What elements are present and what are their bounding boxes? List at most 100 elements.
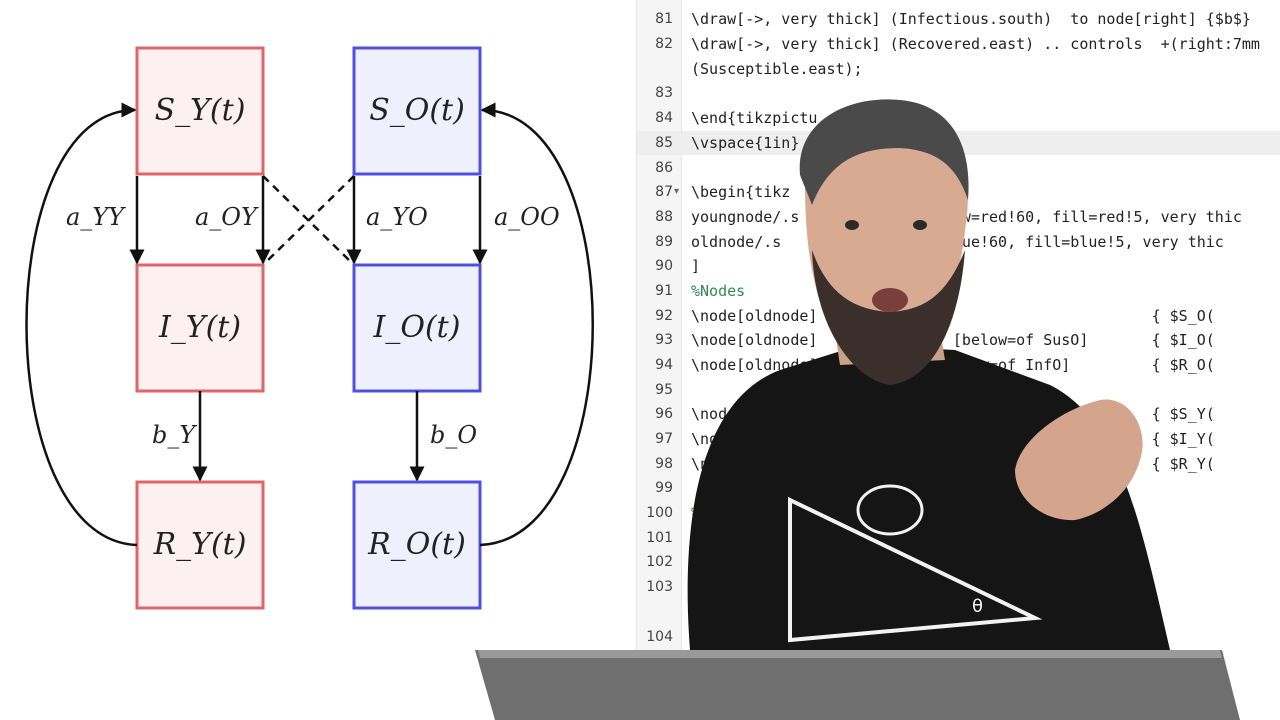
code-editor[interactable]: 81 \draw[->, very thick] (Infectious.sou…: [636, 0, 1280, 720]
label-ry: R_Y(t): [153, 527, 247, 562]
line-number: 85: [655, 135, 673, 151]
code-line[interactable]: 99: [637, 476, 1280, 500]
code-comment[interactable]: %: [691, 504, 701, 522]
line-number: 95: [655, 382, 673, 398]
code-text[interactable]: \node[oldnode] [below=of SusO] { $I_O(: [691, 331, 1215, 349]
code-text[interactable]: oldnode/.s w=blue!60, fill=blue!5, very …: [691, 233, 1224, 251]
label-so: S_O(t): [369, 93, 465, 128]
line-number: 81: [655, 11, 673, 27]
code-text[interactable]: \node sO] { $S_Y(: [691, 405, 1215, 423]
code-text[interactable]: $a_{YY}: [691, 628, 1053, 646]
code-line[interactable]: 96 \node sO] { $S_Y(: [637, 402, 1280, 426]
line-number: 93: [655, 332, 673, 348]
line-number: 101: [646, 530, 673, 546]
code-line[interactable]: 94 \node[oldnode] low=of InfO] { $R_O(: [637, 353, 1280, 377]
code-text[interactable]: } (RecY: [691, 653, 1044, 671]
label-io: I_O(t): [373, 310, 461, 345]
line-number: 87: [655, 184, 673, 200]
code-text[interactable]: youngnode/.s draw=red!60, fill=red!5, ve…: [691, 208, 1242, 226]
code-text[interactable]: ]: [691, 257, 701, 275]
code-line[interactable]: 100 %: [637, 501, 1280, 525]
dashed-arrow-io-to-sy: [264, 175, 355, 264]
diagram-canvas: S_Y(t) I_Y(t) R_Y(t) S_O(t) I_O(t) R_O(t…: [25, 46, 594, 610]
dashed-arrow-iy-to-so: [262, 175, 353, 264]
line-number: 92: [655, 308, 673, 324]
label-iy: I_Y(t): [158, 310, 241, 345]
code-text[interactable]: 7mm) and: [691, 677, 1053, 695]
code-text[interactable]: right:17mm) a: [691, 578, 1098, 596]
code-line[interactable]: 104 $a_{YY}: [637, 625, 1280, 649]
code-text[interactable]: \no nfO] { $I_Y(: [691, 430, 1215, 448]
line-number: 94: [655, 357, 673, 373]
line-number: 100: [646, 505, 673, 521]
edge-label-aoy: a_OY: [195, 203, 259, 231]
code-line[interactable]: 86: [637, 156, 1280, 180]
node-susceptible-young: [135, 46, 265, 176]
code-text[interactable]: \ ] {$b_O$} (Rec: [691, 553, 1089, 571]
label-sy: S_Y(t): [155, 93, 246, 128]
code-line[interactable]: 95: [637, 378, 1280, 402]
code-line[interactable]: 92 \node[oldnode] { $S_O(: [637, 304, 1280, 328]
code-text[interactable]: \draw[->, very thick] (Recovered.east) .…: [691, 35, 1260, 53]
code-line[interactable]: 93 \node[oldnode] [below=of SusO] { $I_O…: [637, 328, 1280, 352]
line-number: 88: [655, 209, 673, 225]
code-line[interactable]: 103 right:17mm) a: [637, 575, 1280, 599]
edge-label-ayy: a_YY: [66, 203, 126, 231]
code-text[interactable]: \begin{tikz: [691, 183, 791, 201]
line-number: 97: [655, 431, 673, 447]
code-text[interactable]: \draw[->, very thick] (Infectious.south)…: [691, 10, 1251, 28]
code-comment[interactable]: %Nodes: [691, 282, 746, 300]
line-number: 84: [655, 110, 673, 126]
code-line[interactable]: 98 \n tO] { $R_Y(: [637, 452, 1280, 476]
edge-label-by: b_Y: [152, 421, 197, 449]
label-ro: R_O(t): [367, 527, 466, 562]
code-text[interactable]: \node[oldnode] low=of InfO] { $R_O(: [691, 356, 1215, 374]
arrow-ro-so-loop: [479, 102, 594, 547]
code-line-active[interactable]: 85 \vspace{1in}: [637, 131, 1280, 155]
node-infectious-young: [135, 263, 265, 393]
line-number: 89: [655, 234, 673, 250]
line-number: 104: [646, 629, 673, 645]
line-number: 91: [655, 283, 673, 299]
line-number: 96: [655, 406, 673, 422]
code-line[interactable]: 81 \draw[->, very thick] (Infectious.sou…: [637, 7, 1280, 31]
line-number: 86: [655, 160, 673, 176]
code-line[interactable]: 88 youngnode/.s draw=red!60, fill=red!5,…: [637, 205, 1280, 229]
node-recovered-young: [135, 480, 265, 610]
code-line[interactable]: 91 %Nodes: [637, 279, 1280, 303]
code-line[interactable]: 102 \ ] {$b_O$} (Rec: [637, 550, 1280, 574]
arrow-ry-sy-loop: [25, 102, 138, 547]
edge-label-ayo: a_YO: [366, 203, 428, 231]
code-line[interactable]: 82 \draw[->, very thick] (Recovered.east…: [637, 32, 1280, 56]
code-text[interactable]: \node[oldnode] { $S_O(: [691, 307, 1215, 325]
code-text[interactable]: (Susceptible.east);: [691, 60, 863, 78]
edge-label-bo: b_O: [430, 421, 477, 449]
sir-diagram: S_Y(t) I_Y(t) R_Y(t) S_O(t) I_O(t) R_O(t…: [0, 0, 636, 720]
line-number: 82: [655, 36, 673, 52]
line-number: 102: [646, 554, 673, 570]
line-number: 103: [646, 579, 673, 595]
line-number: 98: [655, 456, 673, 472]
code-line[interactable]: 101 \ right] {$a_{OO: [637, 526, 1280, 550]
node-susceptible-old: [352, 46, 482, 176]
code-text[interactable]: \end{tikzpictu: [691, 109, 818, 127]
code-line[interactable]: 7mm) and: [637, 674, 1280, 698]
code-line[interactable]: } (RecY: [637, 650, 1280, 674]
code-line[interactable]: 84 \end{tikzpictu: [637, 106, 1280, 130]
fold-toggle-icon[interactable]: ▾: [674, 186, 680, 197]
code-line[interactable]: 83: [637, 81, 1280, 105]
code-text[interactable]: \n tO] { $R_Y(: [691, 455, 1215, 473]
code-text[interactable]: \ right] {$a_{OO: [691, 529, 1098, 547]
code-line[interactable]: 89 oldnode/.s w=blue!60, fill=blue!5, ve…: [637, 230, 1280, 254]
line-number: 90: [655, 258, 673, 274]
code-text[interactable]: \vspace{1in}: [691, 134, 800, 152]
edge-label-aoo: a_OO: [494, 203, 560, 231]
code-line[interactable]: 97 \no nfO] { $I_Y(: [637, 427, 1280, 451]
code-line[interactable]: 90 ]: [637, 254, 1280, 278]
line-number: 99: [655, 480, 673, 496]
code-line[interactable]: (Susceptible.east);: [637, 57, 1280, 81]
code-line[interactable]: 87 ▾ \begin{tikz: [637, 180, 1280, 204]
line-number: 83: [655, 85, 673, 101]
node-recovered-old: [352, 480, 482, 610]
line-number-gutter: [637, 0, 682, 720]
